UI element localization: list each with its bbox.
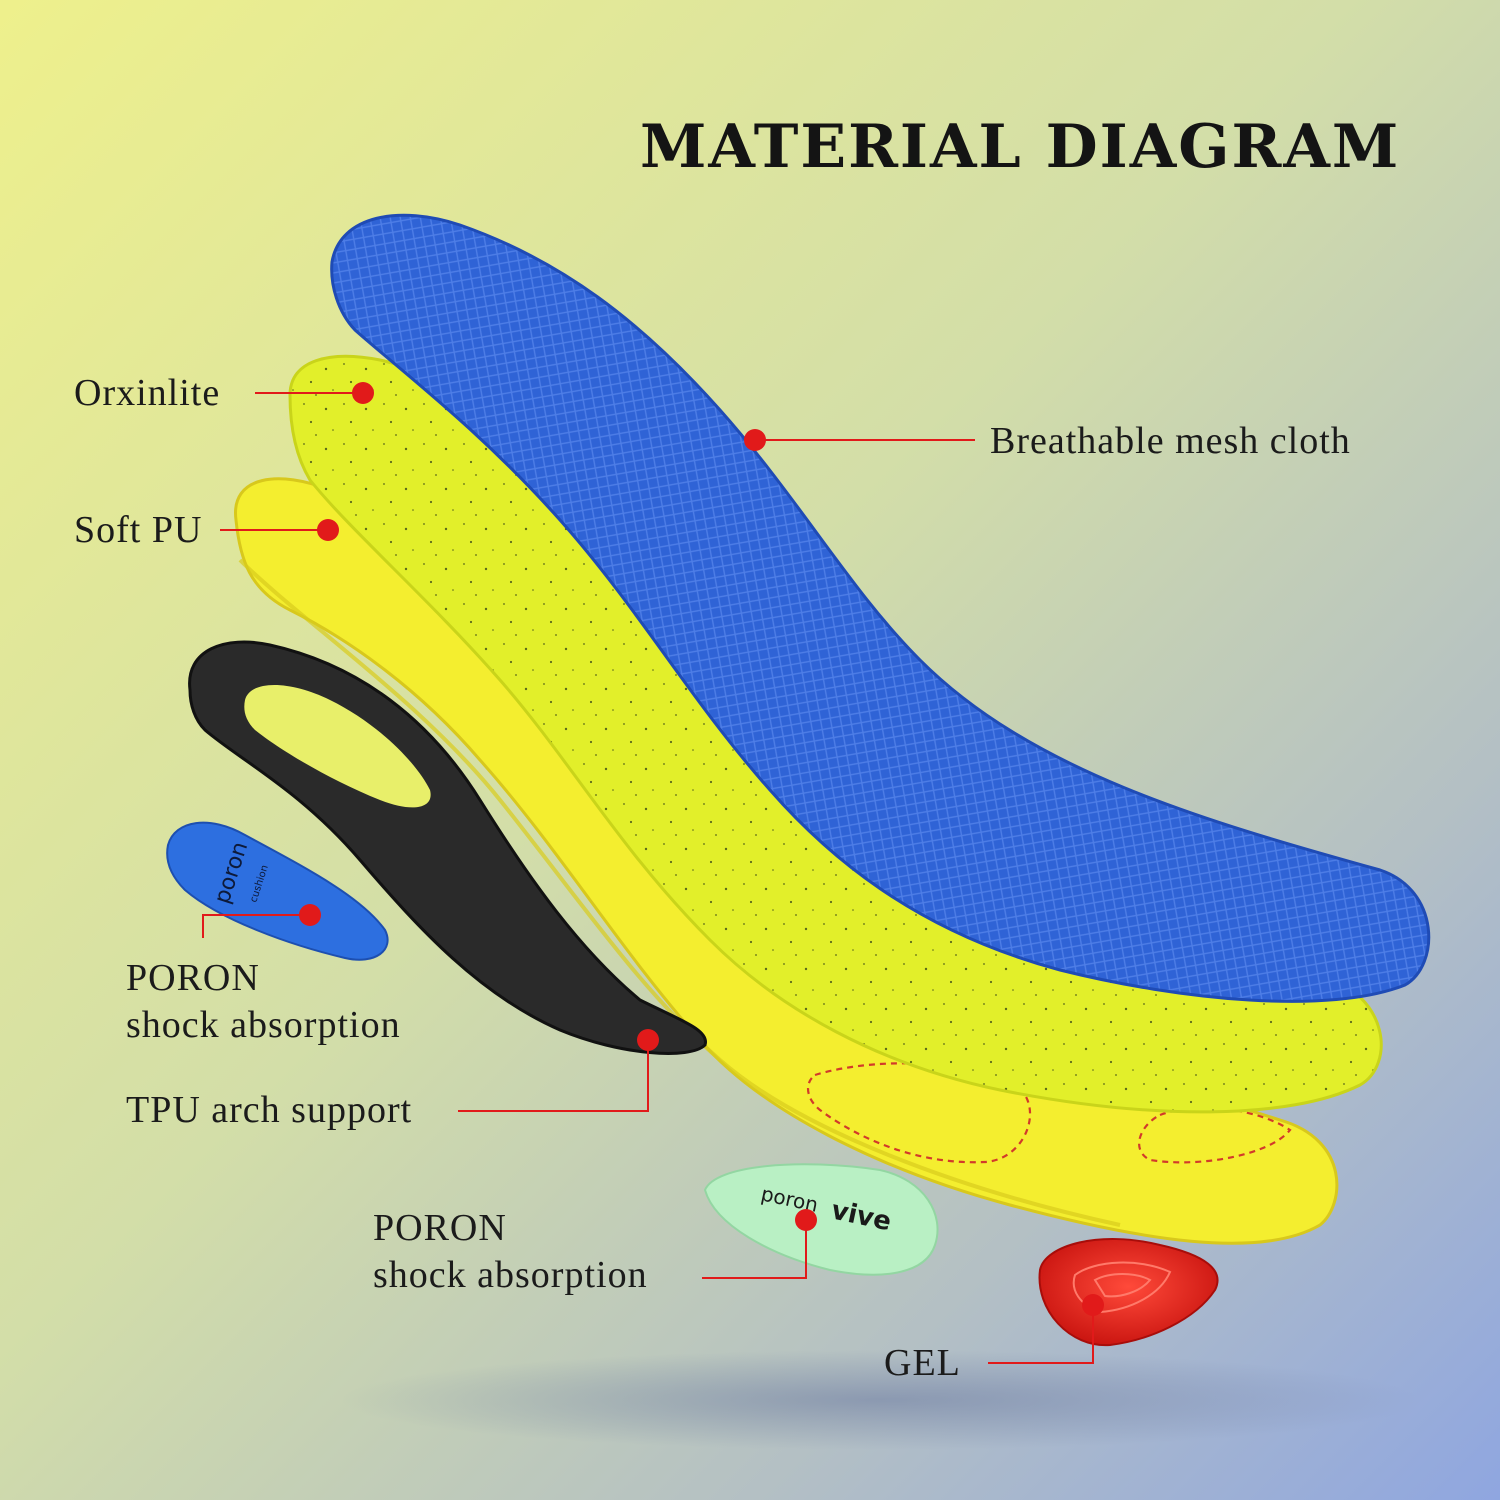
gel-pad (1038, 1238, 1219, 1347)
callout-dot-soft-pu (317, 519, 339, 541)
callout-line-poron-mid (702, 1220, 807, 1279)
label-poron-left-line1: PORON (126, 957, 260, 999)
callout-line-poron-left (202, 914, 310, 938)
label-tpu-arch: TPU arch support (126, 1089, 413, 1131)
callout-line-gel (988, 1305, 1094, 1364)
poron-heel-pad: poron cushion (166, 821, 389, 961)
callout-dot-gel (1082, 1294, 1104, 1316)
callout-dot-tpu (637, 1029, 659, 1051)
label-poron-mid-line2: shock absorption (373, 1254, 648, 1296)
poron-forefoot-pad: poron vive (703, 1163, 939, 1276)
breathable-mesh-layer (330, 213, 1431, 1003)
label-poron-left-line2: shock absorption (126, 1004, 401, 1046)
label-breathable-mesh: Breathable mesh cloth (990, 420, 1351, 462)
callout-dot-mesh (744, 429, 766, 451)
tpu-arch-support (188, 640, 707, 1055)
label-poron-mid-line1: PORON (373, 1207, 507, 1249)
floor-shadow (340, 1350, 1420, 1450)
page-title: MATERIAL DIAGRAM (640, 112, 1401, 182)
callout-dot-poron-left (299, 904, 321, 926)
callout-dots (299, 382, 1104, 1316)
label-gel: GEL (884, 1342, 961, 1384)
callout-dot-poron-mid (795, 1209, 817, 1231)
callout-dot-orxinlite (352, 382, 374, 404)
label-orxinlite: Orxinlite (74, 372, 221, 414)
callout-line-tpu (458, 1040, 649, 1112)
label-soft-pu: Soft PU (74, 509, 203, 551)
callout-lines (202, 392, 1094, 1364)
